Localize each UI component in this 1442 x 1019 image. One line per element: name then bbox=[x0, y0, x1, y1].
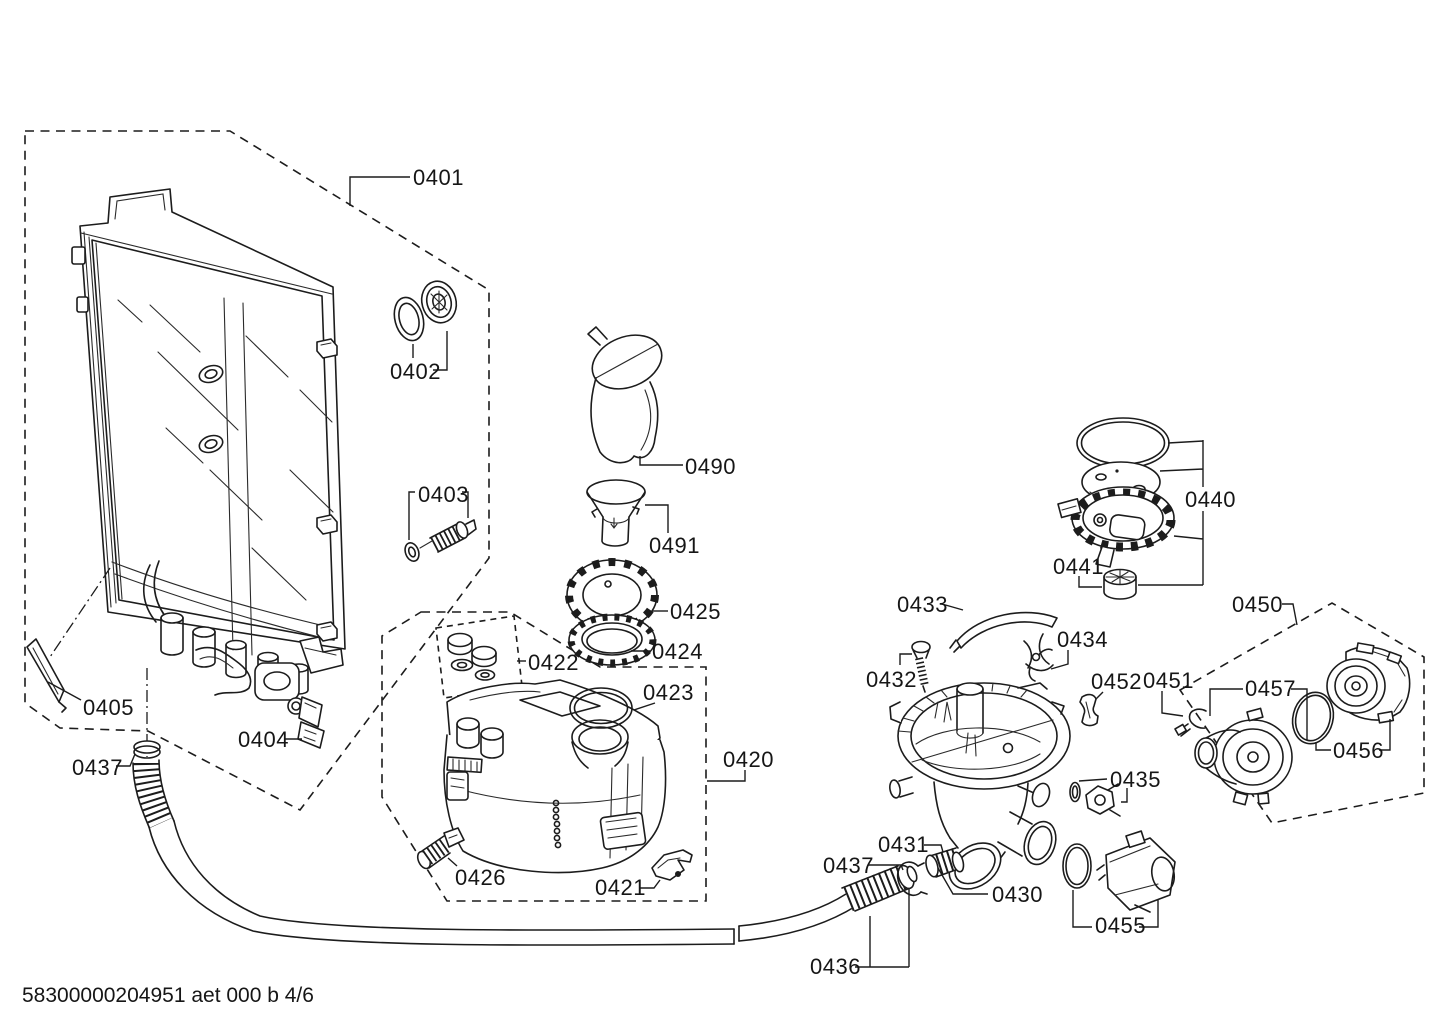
oring-0456 bbox=[1291, 691, 1335, 745]
water-softener-0420 bbox=[443, 679, 667, 874]
rail-0433 bbox=[949, 611, 1058, 653]
sprinkler-0434 bbox=[1023, 633, 1054, 682]
drain-hose-0436 bbox=[738, 864, 918, 942]
part-label-0433: 0433 bbox=[897, 592, 948, 617]
wedge-0405 bbox=[26, 638, 67, 713]
seal-kit-0422 bbox=[447, 632, 497, 681]
volute-0457 bbox=[1194, 707, 1293, 806]
grommet-0452 bbox=[1079, 693, 1099, 727]
part-label-0402: 0402 bbox=[390, 359, 441, 384]
panel-bottom-fittings bbox=[142, 560, 344, 701]
drain-pump-0455 bbox=[1096, 830, 1176, 913]
part-label-0437-ring: 0437 bbox=[823, 853, 874, 878]
part-label-0436: 0436 bbox=[810, 954, 861, 979]
filter-assembly-0440 bbox=[1057, 417, 1176, 568]
part-label-0456: 0456 bbox=[1333, 738, 1384, 763]
inlet-hose-0437 bbox=[132, 740, 735, 946]
part-label-0457: 0457 bbox=[1245, 676, 1296, 701]
screw-0432 bbox=[911, 640, 931, 693]
pump-motor bbox=[1326, 642, 1411, 724]
part-label-0425: 0425 bbox=[670, 599, 721, 624]
part-label-0455: 0455 bbox=[1095, 913, 1146, 938]
sump-0430 bbox=[889, 682, 1071, 890]
panel-edge-clips bbox=[316, 338, 338, 642]
hose-ring-0437 bbox=[896, 861, 928, 897]
pump-oring-0455 bbox=[1062, 843, 1092, 889]
part-label-0423: 0423 bbox=[643, 680, 694, 705]
funnel-0491 bbox=[586, 479, 646, 547]
boundary-group-0450 bbox=[1178, 602, 1425, 824]
part-label-0435: 0435 bbox=[1110, 767, 1161, 792]
part-label-0420: 0420 bbox=[723, 747, 774, 772]
check-valve-0435 bbox=[1069, 781, 1121, 817]
valve-0403 bbox=[404, 519, 477, 562]
collar-0424 bbox=[567, 613, 657, 667]
part-label-0437-inlet: 0437 bbox=[72, 755, 123, 780]
leader-lines bbox=[47, 176, 1391, 968]
part-label-0404: 0404 bbox=[238, 727, 289, 752]
inlet-valve-0426 bbox=[416, 827, 465, 870]
panel-oval-clip bbox=[198, 364, 224, 454]
part-label-0434: 0434 bbox=[1057, 627, 1108, 652]
solenoid-0404 bbox=[287, 696, 325, 749]
document-code: 58300000204951 aet 000 b 4/6 bbox=[22, 984, 314, 1007]
boundary-group-0420 bbox=[381, 611, 707, 902]
connector-0431 bbox=[925, 847, 965, 878]
part-label-0440: 0440 bbox=[1185, 487, 1236, 512]
clip-0421 bbox=[651, 849, 693, 881]
boundary-group-0401 bbox=[24, 130, 490, 812]
part-label-0405: 0405 bbox=[83, 695, 134, 720]
part-label-0422: 0422 bbox=[528, 650, 579, 675]
part-label-0432: 0432 bbox=[866, 667, 917, 692]
seal-and-cap-0402 bbox=[393, 280, 458, 342]
part-label-0441: 0441 bbox=[1053, 554, 1104, 579]
clamp-0451 bbox=[1174, 708, 1207, 737]
part-label-0401: 0401 bbox=[413, 165, 464, 190]
salt-jug-0490 bbox=[587, 326, 663, 464]
part-label-0421: 0421 bbox=[595, 875, 646, 900]
part-label-0403: 0403 bbox=[418, 482, 469, 507]
filter-insert-0441 bbox=[1103, 568, 1137, 600]
part-label-0490: 0490 bbox=[685, 454, 736, 479]
part-label-0426: 0426 bbox=[455, 865, 506, 890]
oring-0423 bbox=[569, 687, 633, 729]
part-label-0491: 0491 bbox=[649, 533, 700, 558]
part-label-0452: 0452 bbox=[1091, 669, 1142, 694]
side-panel-drawing bbox=[71, 188, 346, 701]
part-label-0424: 0424 bbox=[652, 639, 703, 664]
center-lines bbox=[49, 567, 148, 757]
salt-cap-0425 bbox=[565, 558, 659, 632]
part-label-0450: 0450 bbox=[1232, 592, 1283, 617]
part-label-0431: 0431 bbox=[878, 832, 929, 857]
part-label-0451: 0451 bbox=[1143, 668, 1194, 693]
part-labels: 0401 0402 0403 0404 0405 0437 0420 0421 … bbox=[72, 165, 1384, 979]
part-label-0430: 0430 bbox=[992, 882, 1043, 907]
